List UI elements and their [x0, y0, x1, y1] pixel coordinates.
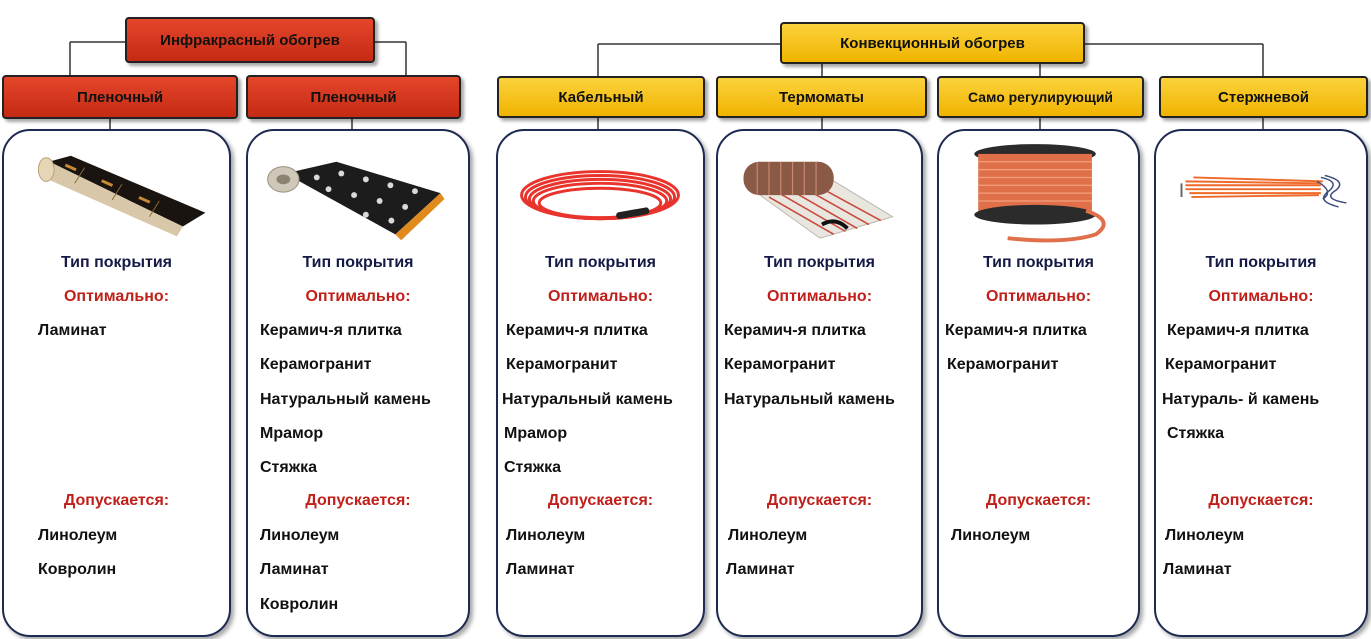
convection-heating-header: Конвекционный обогрев [780, 22, 1085, 64]
card-film-2: Тип покрытия Оптимально: Керамич-я плитк… [246, 129, 470, 637]
optimal-item: Керамогранит [724, 356, 836, 373]
allowed-label: Допускается: [1208, 492, 1314, 509]
optimal-item: Керамогранит [1165, 356, 1277, 373]
allowed-item: Ламинат [726, 561, 795, 578]
column-header-cable: Кабельный [497, 76, 705, 118]
optimal-item: Стяжка [504, 459, 561, 476]
allowed-label: Допускается: [63, 492, 170, 509]
optimal-label: Оптимально: [985, 288, 1092, 305]
column-header-self-regulating: Само регулирующий [937, 76, 1144, 118]
coating-type-label: Тип покрытия [61, 254, 172, 271]
card-rod: Тип покрытия Оптимально: Керамич-я плитк… [1154, 129, 1368, 637]
optimal-label: Оптимально: [547, 288, 654, 305]
optimal-item: Натуральный камень [724, 391, 895, 408]
optimal-label: Оптимально: [766, 288, 873, 305]
rod-heater-image [1156, 139, 1366, 261]
optimal-item: Ламинат [38, 322, 107, 339]
column-header-film-2: Пленочный [246, 75, 461, 119]
allowed-label: Допускается: [766, 492, 873, 509]
card-thermomat: Тип покрытия Оптимально: Керамич-я плитк… [716, 129, 923, 637]
cable-coil-image [498, 139, 703, 261]
allowed-item: Линолеум [728, 527, 808, 544]
film-heater-image [4, 139, 229, 261]
optimal-item: Керамич-я плитка [506, 322, 648, 339]
coating-type-label: Тип покрытия [983, 254, 1094, 271]
allowed-item: Линолеум [951, 527, 1031, 544]
allowed-item: Ламинат [1163, 561, 1232, 578]
allowed-item: Линолеум [506, 527, 586, 544]
infrared-heating-header: Инфракрасный обогрев [125, 17, 375, 63]
allowed-label: Допускается: [985, 492, 1092, 509]
allowed-item: Линолеум [1165, 527, 1245, 544]
coating-type-label: Тип покрытия [545, 254, 656, 271]
optimal-item: Керамич-я плитка [945, 322, 1087, 339]
optimal-item: Мрамор [260, 425, 324, 442]
optimal-item: Керамогранит [947, 356, 1059, 373]
optimal-label: Оптимально: [63, 288, 170, 305]
optimal-item: Натуральный камень [502, 391, 673, 408]
card-film-1: Тип покрытия Оптимально: Ламинат Допуска… [2, 129, 231, 637]
optimal-item: Стяжка [260, 459, 317, 476]
optimal-item: Натуральный камень [260, 391, 431, 408]
allowed-item: Линолеум [260, 527, 340, 544]
coating-type-label: Тип покрытия [302, 254, 414, 271]
allowed-item: Линолеум [38, 527, 118, 544]
coating-type-label: Тип покрытия [1205, 254, 1317, 271]
thermomat-image [718, 139, 921, 261]
coating-type-label: Тип покрытия [764, 254, 875, 271]
card-cable: Тип покрытия Оптимально: Керамич-я плитк… [496, 129, 705, 637]
allowed-item: Ковролин [38, 561, 117, 578]
optimal-item: Керамогранит [506, 356, 618, 373]
column-header-film-1: Пленочный [2, 75, 238, 119]
film-roll-image [248, 139, 468, 261]
optimal-item: Керамич-я плитка [724, 322, 866, 339]
optimal-item: Натураль- й камень [1162, 391, 1320, 408]
allowed-label: Допускается: [547, 492, 654, 509]
allowed-label: Допускается: [305, 492, 411, 509]
optimal-item: Керамич-я плитка [260, 322, 402, 339]
optimal-label: Оптимально: [1208, 288, 1314, 305]
column-header-rod: Стержневой [1159, 76, 1368, 118]
optimal-label: Оптимально: [305, 288, 411, 305]
column-header-thermomat: Термоматы [716, 76, 927, 118]
optimal-item: Керамич-я плитка [1167, 322, 1309, 339]
optimal-item: Мрамор [504, 425, 568, 442]
allowed-item: Ковролин [260, 596, 339, 613]
card-self-regulating: Тип покрытия Оптимально: Керамич-я плитк… [937, 129, 1140, 637]
optimal-item: Стяжка [1167, 425, 1224, 442]
allowed-item: Ламинат [260, 561, 329, 578]
allowed-item: Ламинат [506, 561, 575, 578]
optimal-item: Керамогранит [260, 356, 372, 373]
cable-spool-image [939, 139, 1138, 261]
